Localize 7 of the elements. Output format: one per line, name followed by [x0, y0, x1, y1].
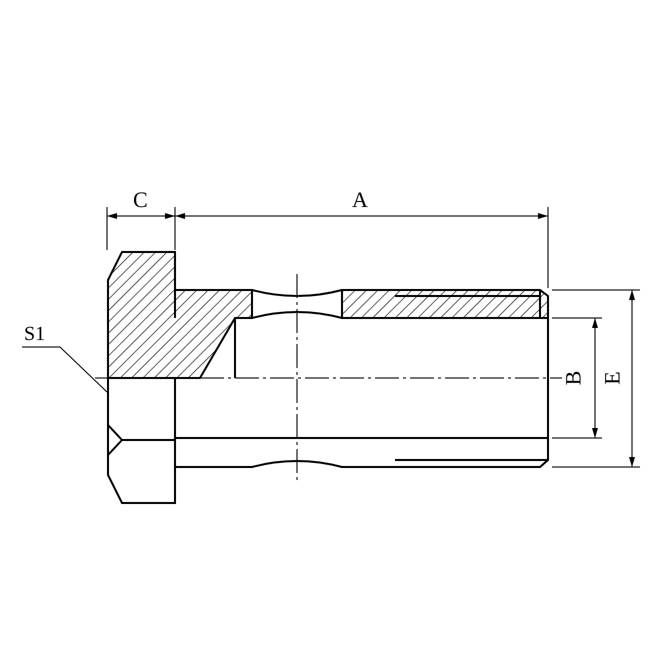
hex-head — [107, 378, 176, 504]
part-label: S1 — [22, 323, 48, 345]
dimension-label: E — [600, 371, 625, 385]
dimension-label: A — [352, 188, 368, 212]
dimension-label: B — [561, 370, 586, 386]
dimension-label: C — [133, 188, 148, 212]
leader-line — [22, 346, 108, 392]
